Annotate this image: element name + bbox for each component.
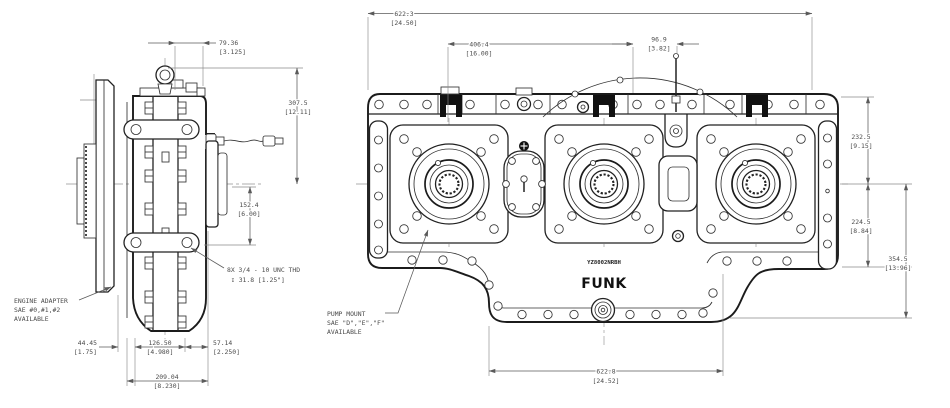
lifting-eye-icon [155, 65, 175, 95]
dim-152-4: 152.4 [6.00] [204, 186, 262, 246]
gearbox-side-body [123, 65, 284, 332]
flywheel-plate [76, 79, 115, 293]
drain-plug-icon [590, 297, 616, 323]
dipstick-icon [664, 53, 688, 148]
bottom-rail-holes [407, 255, 792, 320]
pump-mount-note: PUMP MOUNT SAE "D","E","F" AVAILABLE [327, 229, 429, 336]
dim-622-8: 622.8 [24.52] [488, 274, 724, 386]
svg-text:[12.11]: [12.11] [285, 108, 312, 116]
svg-text:[16.00]: [16.00] [466, 50, 493, 58]
svg-text:57.14: 57.14 [213, 339, 232, 347]
breather-icon [519, 141, 529, 151]
side-view: 79.36 [3.125] 307.5 [12.11] 152.4 [6.00]… [14, 38, 313, 392]
dim-406-4: 406.4 [16.00] [447, 39, 634, 122]
dim-622-3: 622.3 [24.50] [367, 9, 813, 90]
filler-cap-icon [515, 87, 533, 112]
svg-text:224.5: 224.5 [851, 218, 870, 226]
dim-232-5: 232.5 [9.15] [841, 96, 912, 185]
lower-lug-bar [123, 232, 200, 253]
brand-logo: FUNK [581, 276, 627, 292]
svg-text:↧ 31.8 [1.25"]: ↧ 31.8 [1.25"] [231, 276, 285, 284]
thread-note: 8X 3/4 - 10 UNC THD ↧ 31.8 [1.25"] [190, 247, 300, 284]
dim-209-04: 209.04 [8.230] [126, 338, 209, 391]
dim-307-5: 307.5 [12.11] [168, 67, 313, 185]
access-plate [658, 155, 698, 212]
svg-text:44.45: 44.45 [78, 339, 97, 347]
svg-text:96.9: 96.9 [651, 36, 667, 44]
svg-text:SAE #0,#1,#2: SAE #0,#1,#2 [14, 306, 60, 314]
svg-text:[8.230]: [8.230] [154, 382, 181, 390]
svg-text:SAE "D","E","F": SAE "D","E","F" [327, 319, 385, 327]
svg-text:AVAILABLE: AVAILABLE [327, 328, 362, 336]
upper-lug-bar [123, 119, 200, 140]
svg-text:[2.250]: [2.250] [213, 348, 240, 356]
svg-text:354.5: 354.5 [888, 255, 907, 263]
svg-text:152.4: 152.4 [239, 201, 258, 209]
svg-text:AVAILABLE: AVAILABLE [14, 315, 49, 323]
svg-text:622.3: 622.3 [394, 10, 413, 18]
dim-96-9: 96.9 [3.82] [612, 34, 699, 54]
svg-text:[24.52]: [24.52] [593, 377, 620, 385]
svg-text:307.5: 307.5 [288, 99, 307, 107]
cover-plate [502, 150, 546, 218]
bell-housing-arc [542, 77, 738, 118]
model-number: YZ8002NRBH [587, 260, 621, 266]
pump-pad-center [543, 116, 665, 252]
svg-text:[3.82]: [3.82] [647, 45, 670, 53]
pump-pad-right [695, 116, 817, 252]
svg-text:8X 3/4 - 10 UNC THD: 8X 3/4 - 10 UNC THD [227, 266, 300, 274]
svg-text:[3.125]: [3.125] [219, 48, 246, 56]
svg-text:[4.980]: [4.980] [147, 348, 174, 356]
left-flange [368, 120, 389, 259]
right-flange [817, 120, 838, 270]
pump-pad-side [205, 140, 219, 228]
svg-text:406.4: 406.4 [469, 41, 488, 49]
dim-224-5: 224.5 [8.84] [842, 183, 912, 268]
dim-57-14: 57.14 [2.250] [184, 231, 241, 386]
front-view: YZ8002NRBH FUNK 622.3 [24.50] 406.4 [16.… [327, 9, 913, 387]
pump-pad-left [388, 116, 510, 252]
svg-text:ENGINE ADAPTER: ENGINE ADAPTER [14, 297, 68, 305]
svg-text:[1.75]: [1.75] [74, 348, 97, 356]
dim-354-5: 354.5 [13.96] [730, 183, 913, 319]
dim-44-45: 44.45 [1.75] [73, 295, 119, 357]
svg-text:79.36: 79.36 [219, 39, 238, 47]
svg-text:PUMP MOUNT: PUMP MOUNT [327, 310, 366, 318]
svg-text:[9.15]: [9.15] [849, 142, 872, 150]
svg-text:[8.84]: [8.84] [849, 227, 872, 235]
svg-text:[13.96]: [13.96] [885, 264, 912, 272]
svg-text:126.50: 126.50 [148, 339, 171, 347]
engine-adapter-note: ENGINE ADAPTER SAE #0,#1,#2 AVAILABLE [14, 286, 112, 323]
housing: YZ8002NRBH FUNK [367, 53, 839, 323]
svg-text:[24.50]: [24.50] [391, 19, 418, 27]
svg-text:622.8: 622.8 [596, 368, 615, 376]
svg-text:[6.00]: [6.00] [237, 210, 260, 218]
svg-text:209.04: 209.04 [155, 373, 178, 381]
svg-text:232.5: 232.5 [851, 133, 870, 141]
